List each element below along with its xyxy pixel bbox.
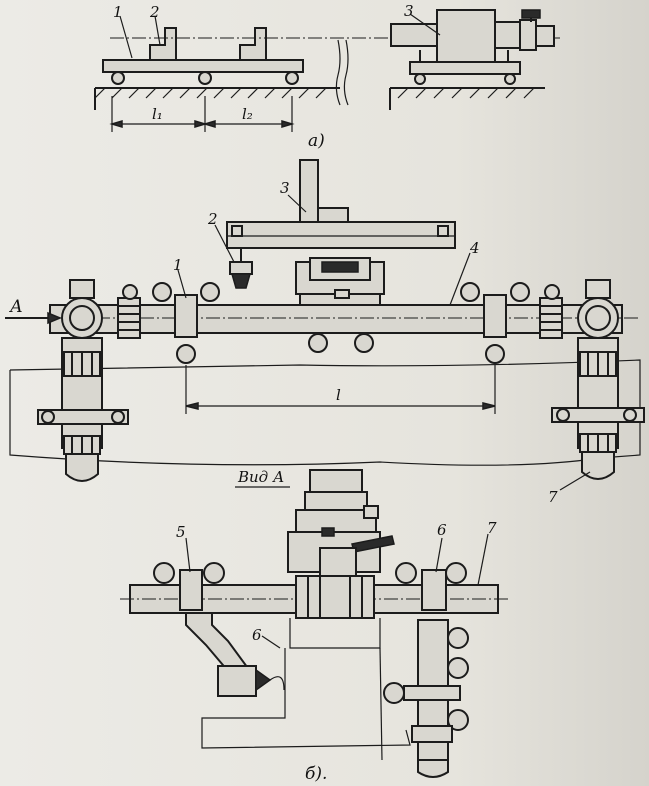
- device-3: [390, 9, 555, 85]
- dimension-l1: l₁: [152, 105, 163, 123]
- spring-clamp-left: [117, 297, 141, 339]
- label-b4: 4: [469, 239, 480, 257]
- label-v6: 6: [437, 521, 447, 539]
- label-v5: 5: [176, 523, 186, 541]
- probe-tip: [231, 273, 251, 289]
- label-v6b: 6: [252, 626, 262, 644]
- label-b7: 7: [548, 488, 558, 506]
- caption-b: б).: [305, 764, 327, 784]
- view-a: Вид А: [120, 468, 510, 784]
- label-b1: 1: [173, 256, 183, 274]
- figure-a: 1 2 3 l₁ l₂ а): [94, 2, 560, 151]
- label-b2: 2: [207, 210, 218, 228]
- dimension-l2: l₂: [242, 105, 253, 123]
- rod-4: [49, 304, 623, 334]
- bracket-2: [149, 27, 177, 61]
- view-a-title: Вид А: [237, 468, 284, 486]
- label-3: 3: [404, 2, 414, 20]
- post-3: [299, 159, 319, 223]
- label-b3: 3: [280, 179, 290, 197]
- label-arrow-a: А: [9, 297, 23, 317]
- column-right: [551, 337, 645, 480]
- column-left: [37, 337, 129, 482]
- support-5: [179, 569, 203, 611]
- label-2: 2: [149, 3, 160, 21]
- support-1-left: [174, 294, 198, 338]
- spring-clamp-right: [539, 297, 563, 339]
- caption-a: а): [308, 131, 325, 151]
- support-6: [421, 569, 447, 611]
- label-v7: 7: [487, 519, 497, 537]
- dimension-l: l: [336, 386, 341, 404]
- ground-hatch-right: [397, 87, 535, 99]
- label-1: 1: [113, 3, 123, 21]
- base-plate-1: [102, 59, 304, 73]
- beam-2: [226, 221, 456, 249]
- support-1-right: [483, 294, 507, 338]
- ground-hatch-left: [94, 87, 327, 99]
- figure-b-top-view: 3 2 1 4 А l 7: [5, 159, 645, 506]
